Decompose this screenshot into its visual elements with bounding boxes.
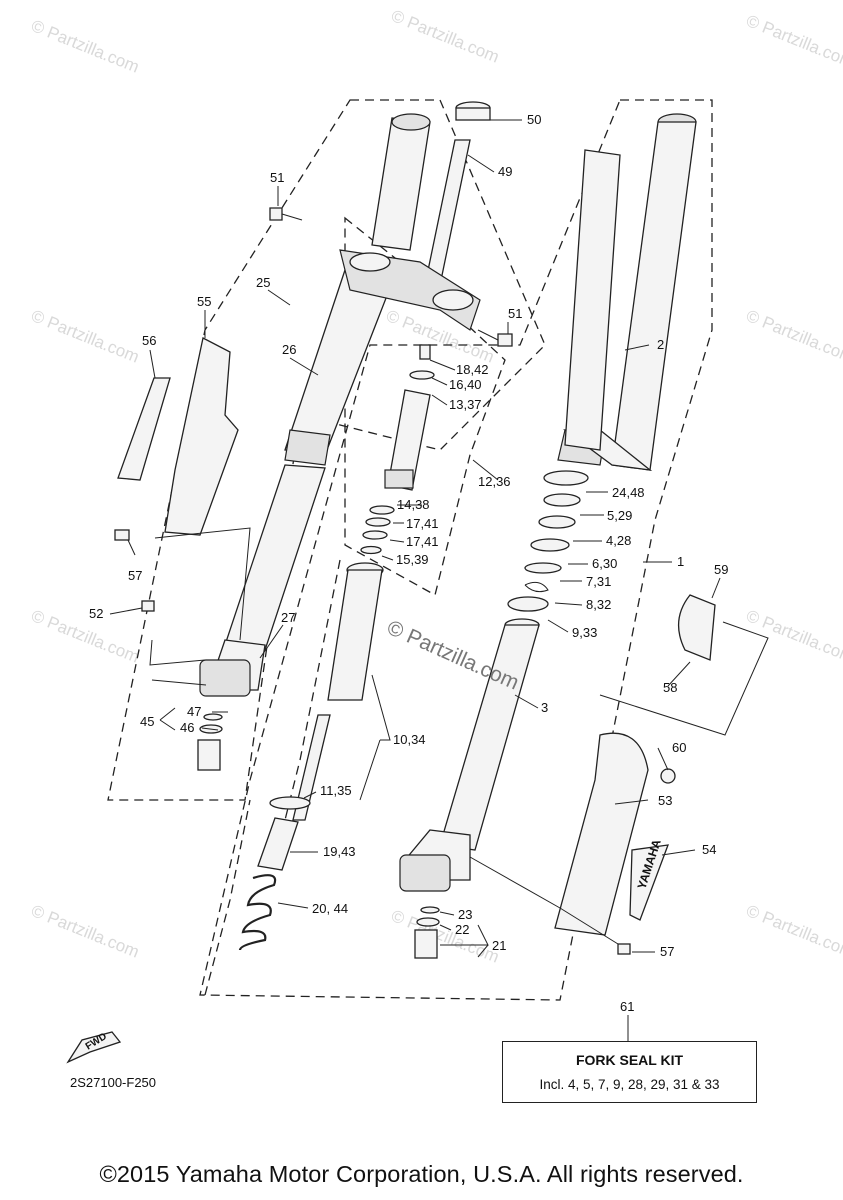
right-inner-tube [399, 618, 540, 892]
right-fork-outline [199, 99, 713, 1001]
damper-outline [284, 559, 341, 821]
part-label: 20, 44 [312, 901, 348, 916]
part-label: 13,37 [449, 397, 482, 412]
left-fork-guard [114, 337, 239, 612]
part-label: 56 [142, 333, 156, 348]
part-label: 5,29 [607, 508, 632, 523]
part-label: 46 [180, 720, 194, 735]
part-label: 15,39 [396, 552, 429, 567]
right-fork-guard: YAMAHA [554, 594, 716, 955]
part-label: 6,30 [592, 556, 617, 571]
part-label: 45 [140, 714, 154, 729]
part-label: 16,40 [449, 377, 482, 392]
part-label: 57 [660, 944, 674, 959]
seal-stack [507, 470, 589, 612]
part-label: 54 [702, 842, 716, 857]
part-label: 2 [657, 337, 664, 352]
part-label: 14,38 [397, 497, 430, 512]
part-label: 50 [527, 112, 541, 127]
part-label: 18,42 [456, 362, 489, 377]
diagram-code: 2S27100-F250 [70, 1075, 157, 1090]
fork-seal-kit-box: FORK SEAL KIT Incl. 4, 5, 7, 9, 28, 29, … [502, 1041, 757, 1103]
part-label: 9,33 [572, 625, 597, 640]
left-outer-tube [199, 113, 431, 697]
watermark: © Partzilla.com [389, 906, 502, 967]
watermark: © Partzilla.com [29, 306, 142, 367]
right-outer-tube [557, 113, 697, 471]
part-label: 52 [89, 606, 103, 621]
part-labels: 50 49 51 51 25 55 56 26 2 18,42 16,40 13… [89, 112, 728, 1014]
part-label: 3 [541, 700, 548, 715]
part-label: 25 [256, 275, 270, 290]
watermark: © Partzilla.com [744, 901, 843, 962]
part-label: 11,35 [320, 783, 352, 798]
watermark: © Partzilla.com [744, 606, 843, 667]
drain-bolt-parts [197, 713, 440, 959]
part-label: 4,28 [606, 533, 631, 548]
watermark: © Partzilla.com [389, 6, 502, 67]
spring-outline [204, 799, 251, 996]
part-label: 59 [714, 562, 728, 577]
bolts-51 [269, 207, 513, 347]
watermark: © Partzilla.com [29, 901, 142, 962]
part-label: 21 [492, 938, 506, 953]
part-label: 57 [128, 568, 142, 583]
cartridge-parts [360, 344, 435, 555]
part-label: 53 [658, 793, 672, 808]
watermark-group: © Partzilla.com © Partzilla.com © Partzi… [29, 6, 843, 967]
part-label: 23 [458, 907, 472, 922]
watermark: © Partzilla.com [384, 306, 497, 367]
spring-assembly [238, 817, 299, 951]
fwd-arrow: FWD [66, 1031, 122, 1064]
leader-lines [109, 119, 769, 1041]
part-label: 27 [281, 610, 295, 625]
kit-description: Incl. 4, 5, 7, 9, 28, 29, 31 & 33 [539, 1077, 720, 1092]
part-label: 47 [187, 704, 201, 719]
part-label: 60 [672, 740, 686, 755]
part-label: 51 [508, 306, 522, 321]
kit-number: 61 [620, 999, 634, 1014]
damper-rod [269, 562, 384, 821]
watermark: © Partzilla.com [744, 306, 843, 367]
part-label: 1 [677, 554, 684, 569]
part-label: 26 [282, 342, 296, 357]
part-label: 22 [455, 922, 469, 937]
part-label: 7,31 [586, 574, 611, 589]
part-label: 58 [663, 680, 677, 695]
copyright-notice: ©2015 Yamaha Motor Corporation, U.S.A. A… [99, 1161, 744, 1187]
watermark: © Partzilla.com [29, 16, 142, 77]
kit-title: FORK SEAL KIT [575, 1052, 684, 1068]
part-label: 12,36 [478, 474, 511, 489]
part-label: 49 [498, 164, 512, 179]
triple-clamp [339, 101, 491, 331]
watermark: © Partzilla.com [29, 606, 142, 667]
watermark: © Partzilla.com [744, 11, 843, 72]
part-label: 8,32 [586, 597, 611, 612]
part-label: 24,48 [612, 485, 645, 500]
part-label: 51 [270, 170, 284, 185]
part-label: 55 [197, 294, 211, 309]
part-label: 10,34 [393, 732, 426, 747]
part-label: 17,41 [406, 534, 439, 549]
part-label: 17,41 [406, 516, 439, 531]
part-label: 19,43 [323, 844, 356, 859]
